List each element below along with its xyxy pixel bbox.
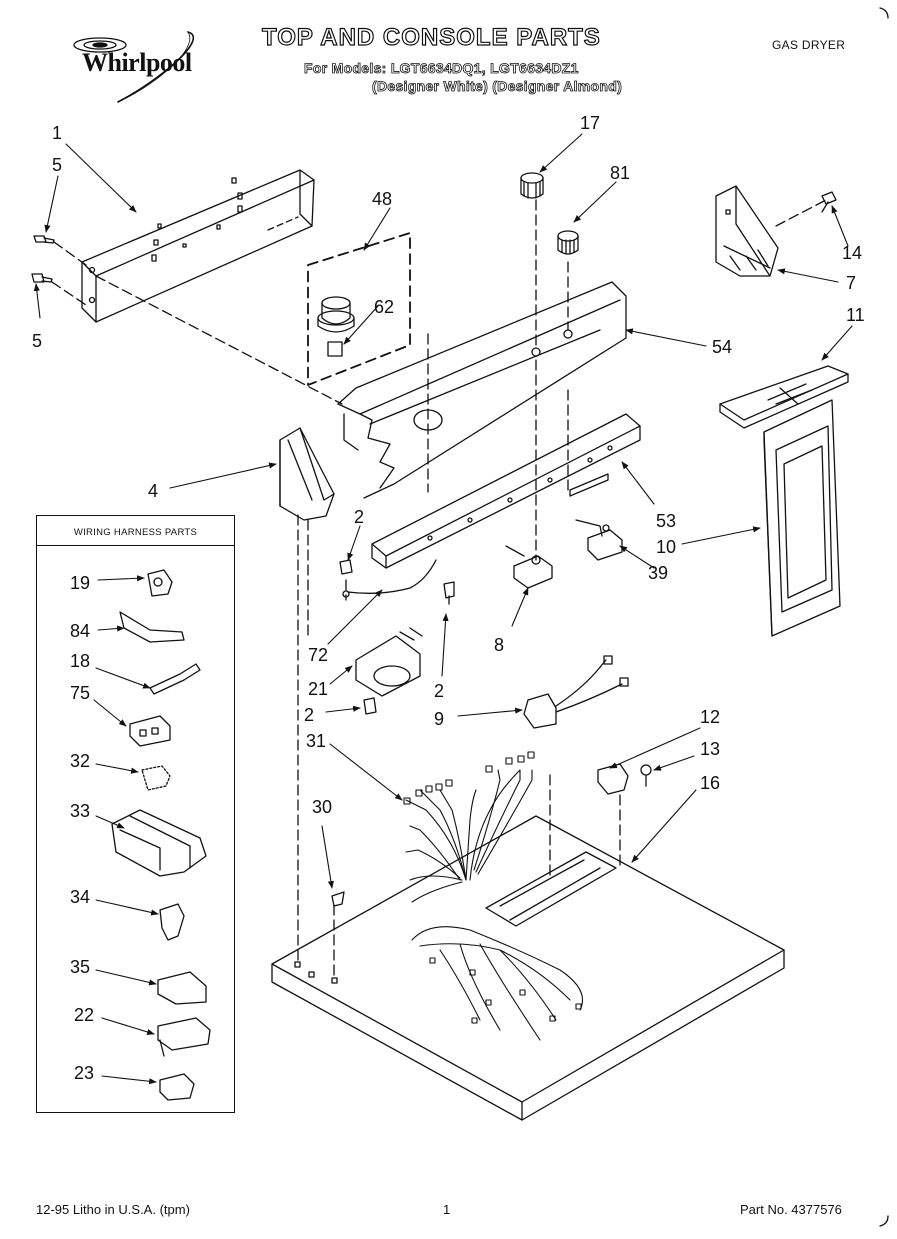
variants-line: (Designer White) (Designer Almond) [372,78,623,95]
harness-part-22 [157,1017,211,1057]
callout-7: 7 [846,273,857,293]
callout-31: 31 [306,731,327,751]
screw-5-lower [31,273,53,283]
callout-4: 4 [148,481,159,501]
harness-part-33 [111,809,207,877]
bracket-7 [715,185,779,277]
callout-72: 72 [308,645,329,665]
page-title: TOP AND CONSOLE PARTS [261,23,601,51]
callout-54: 54 [712,337,733,357]
harness-callout-18: 18 [70,651,91,671]
connector-9 [523,655,629,729]
timer-knob-box-48 [307,232,411,386]
harness-callout-32: 32 [70,751,91,771]
console-housing-54 [337,281,627,499]
callout-2-low: 2 [304,705,315,725]
end-cap-4 [279,427,335,521]
screw-2-b [443,581,455,605]
wiring-harness-divider [36,545,235,546]
screw-2-c [363,697,377,715]
harness-callout-33: 33 [70,801,91,821]
callout-2-mid: 2 [434,681,445,701]
callout-8: 8 [494,635,505,655]
screw-2-a [339,559,353,598]
top-panel-16 [271,815,785,1121]
leader-lines [33,133,853,1085]
callout-48: 48 [372,189,393,209]
crop-marks [879,7,889,1227]
harness-part-23 [159,1073,195,1101]
harness-part-18 [149,663,201,695]
callout-10: 10 [656,537,677,557]
wiring-harness-box [36,515,235,1113]
harness-part-19 [147,569,173,597]
callout-62: 62 [374,297,395,317]
whirlpool-logo-mark [73,31,195,103]
harness-callout-23: 23 [74,1063,95,1083]
callout-16: 16 [700,773,721,793]
switch-8 [505,545,553,589]
models-line: For Models: LGT6634DQ1, LGT6634DZ1 [304,60,579,77]
footer-part-number: Part No. 4377576 [740,1202,842,1217]
callout-53: 53 [656,511,677,531]
harness-part-75 [129,715,171,747]
dryer-type-label: GAS DRYER [772,38,846,52]
footer-litho: 12-95 Litho in U.S.A. (tpm) [36,1202,190,1217]
wire-72 [347,559,437,594]
callout-17: 17 [580,113,601,133]
callout-11: 11 [846,305,865,325]
harness-callout-35: 35 [70,957,91,977]
rear-console-panel [81,169,315,323]
callout-1: 1 [52,123,63,143]
frame-10 [763,399,841,637]
trim-piece-11 [719,365,849,429]
harness-part-32 [141,765,171,791]
brand-logo: Whirlpool [82,48,192,77]
callout-39: 39 [648,563,669,583]
screw-14 [821,191,837,213]
callout-30: 30 [312,797,333,817]
callout-5-lower: 5 [32,331,43,351]
wiring-harness-31 [403,751,584,1041]
harness-part-35 [157,971,207,1005]
callout-13: 13 [700,739,721,759]
switch-39 [575,519,623,561]
harness-callout-22: 22 [74,1005,95,1025]
timer-motor-21 [355,627,423,697]
harness-callout-19: 19 [70,573,91,593]
harness-callout-75: 75 [70,683,91,703]
callout-81: 81 [610,163,631,183]
callout-5-upper: 5 [52,155,63,175]
clip-12 [597,763,629,795]
callout-12: 12 [700,707,721,727]
footer-page-number: 1 [443,1202,451,1217]
harness-callout-84: 84 [70,621,91,641]
callout-21: 21 [308,679,329,699]
screw-5-upper [33,235,55,244]
callout-9: 9 [434,709,445,729]
knob-81 [557,230,579,255]
harness-callout-34: 34 [70,887,91,907]
harness-part-34 [159,903,185,941]
dashed-assembly-lines [51,199,827,976]
screw-13 [640,764,652,787]
wiring-harness-title: WIRING HARNESS PARTS [73,527,198,538]
knob-17 [520,172,544,199]
callout-2-top: 2 [354,507,365,527]
control-channel-53 [371,413,641,569]
callout-14: 14 [842,243,863,263]
